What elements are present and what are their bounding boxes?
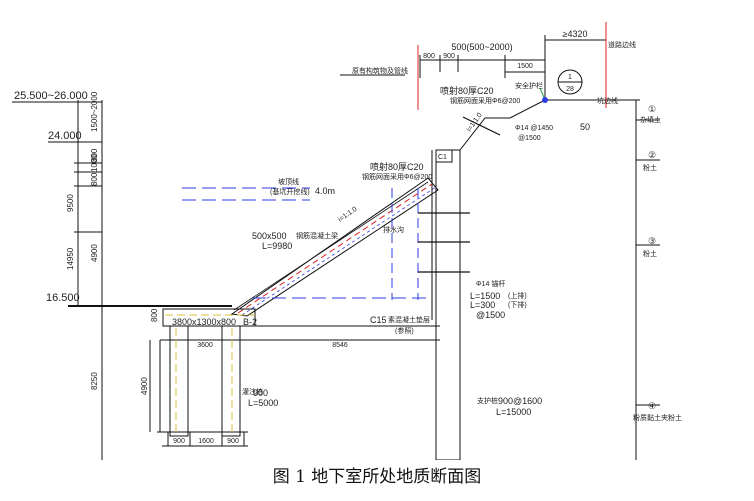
edge-note: 坑边线 — [597, 96, 618, 105]
svg-text:14950: 14950 — [66, 247, 75, 270]
soil-1-id: ① — [648, 104, 656, 114]
c15-sub: 素混凝土垫层 — [388, 315, 430, 324]
spray-upper: 喷射80厚C20 — [440, 85, 494, 96]
pile-dia: 900 — [253, 388, 268, 398]
big-pile-dia: 900@1600 — [498, 396, 542, 406]
dim-500: 500(500~2000) — [451, 42, 512, 52]
dim-1600: 1600 — [198, 438, 214, 445]
soil-3-id: ③ — [648, 236, 656, 246]
beam-rebar-line — [237, 183, 433, 314]
dim-800: 800 — [423, 53, 435, 60]
pile-cap — [162, 308, 256, 327]
upper-slope — [459, 99, 640, 151]
anchor-l1: L=1500 — [470, 291, 500, 301]
pile-label: 灌注桩 — [242, 387, 263, 396]
fence-marker — [542, 97, 548, 103]
retaining-pile — [435, 149, 461, 460]
structure-lines — [12, 35, 660, 460]
elev-note: 4.0m — [315, 186, 335, 196]
slope-mid: i=1:1.0 — [337, 206, 358, 224]
svg-text:8250: 8250 — [90, 372, 99, 390]
elev-top-label: 25.500~26.000 — [14, 90, 88, 102]
nail-trail: 50 — [580, 122, 590, 132]
nail-sub: @1500 — [518, 135, 541, 142]
beam-sub: 钢筋混凝土梁 — [296, 231, 338, 240]
soil-4: 粉质黏土夹粉土 — [633, 413, 682, 422]
dim-3600: 3600 — [197, 342, 213, 349]
svg-text:(下排): (下排) — [508, 300, 527, 309]
anchor-l3: @1500 — [476, 310, 505, 320]
crown-beam-id: C1 — [438, 154, 447, 161]
pile-left — [169, 325, 189, 437]
soil-3: 粉土 — [643, 249, 657, 258]
c15-note: (参照) — [395, 326, 414, 335]
c15-label: C15 — [370, 315, 387, 325]
svg-text:800: 800 — [90, 148, 99, 162]
anchor-title: Φ14 锚杆 — [476, 279, 505, 288]
accent-lines — [165, 22, 607, 432]
spray-mid: 喷射80厚C20 — [370, 161, 424, 172]
anchors — [418, 116, 501, 273]
figure-caption: 图 1 地下室所处地质断面图 — [272, 467, 482, 487]
elev-ground-label: 16.500 — [46, 292, 80, 304]
svg-text:4900: 4900 — [140, 377, 149, 395]
svg-text:4900: 4900 — [90, 244, 99, 262]
drain-label: 排水沟 — [383, 225, 404, 234]
dim-900-a: 900 — [173, 438, 185, 445]
spray-mid-sub: 钢筋网面采用Φ6@200 — [362, 172, 432, 181]
big-pile-label: 支护桩 — [477, 396, 498, 405]
pile-right — [221, 325, 241, 437]
soil-2-id: ② — [648, 150, 656, 160]
cap-sub: B-2 — [243, 317, 257, 327]
crown-beam — [435, 149, 453, 163]
beam-length: L=9980 — [262, 241, 292, 251]
soil-2: 粉土 — [643, 163, 657, 172]
nail-label: Φ14 @1450 — [515, 125, 553, 132]
detail-callout: 1 28 — [557, 69, 583, 95]
geological-section-drawing: 1 28 25.500~26.000 24.000 16.500 ≥4320 5… — [12, 22, 682, 460]
svg-text:9500: 9500 — [66, 194, 75, 212]
cap-label: 3800x1300x800 — [172, 317, 236, 327]
left-dims: 1500~2000 800 1000 800 9500 4900 14950 8… — [66, 91, 159, 395]
beam-size: 500x500 — [252, 231, 287, 241]
fence-label: 安全护栏 — [515, 81, 543, 90]
dim-1500: 1500 — [517, 63, 533, 70]
pile-length: L=5000 — [248, 398, 278, 408]
callout-num: 1 — [568, 74, 572, 81]
road-label: 道路边线 — [608, 40, 636, 49]
top-note: 原有构筑物及管线 — [352, 66, 408, 75]
dim-900: 900 — [443, 53, 455, 60]
svg-text:800: 800 — [150, 308, 159, 322]
big-pile-length: L=15000 — [496, 407, 531, 417]
elev-mid-label: 24.000 — [48, 130, 82, 142]
soil-4-id: ④ — [648, 401, 656, 411]
soil-1: 杂填土 — [640, 115, 661, 124]
svg-text:(上排): (上排) — [508, 291, 527, 300]
anchor-l2: L=300 — [470, 300, 495, 310]
callout-den: 28 — [566, 86, 574, 93]
dim-8546: 8546 — [332, 342, 348, 349]
svg-text:800: 800 — [90, 172, 99, 186]
dim-900-b: 900 — [227, 438, 239, 445]
blue-guides — [182, 187, 432, 300]
svg-text:1000: 1000 — [90, 154, 99, 172]
svg-text:1500~2000: 1500~2000 — [90, 91, 99, 132]
excav-line-label: 坡顶线 — [278, 177, 299, 186]
spray-upper-sub: 钢筋网面采用Φ6@200 — [450, 96, 520, 105]
dim-4320: ≥4320 — [563, 29, 588, 39]
excav-note: (基坑开挖线) — [270, 187, 310, 196]
